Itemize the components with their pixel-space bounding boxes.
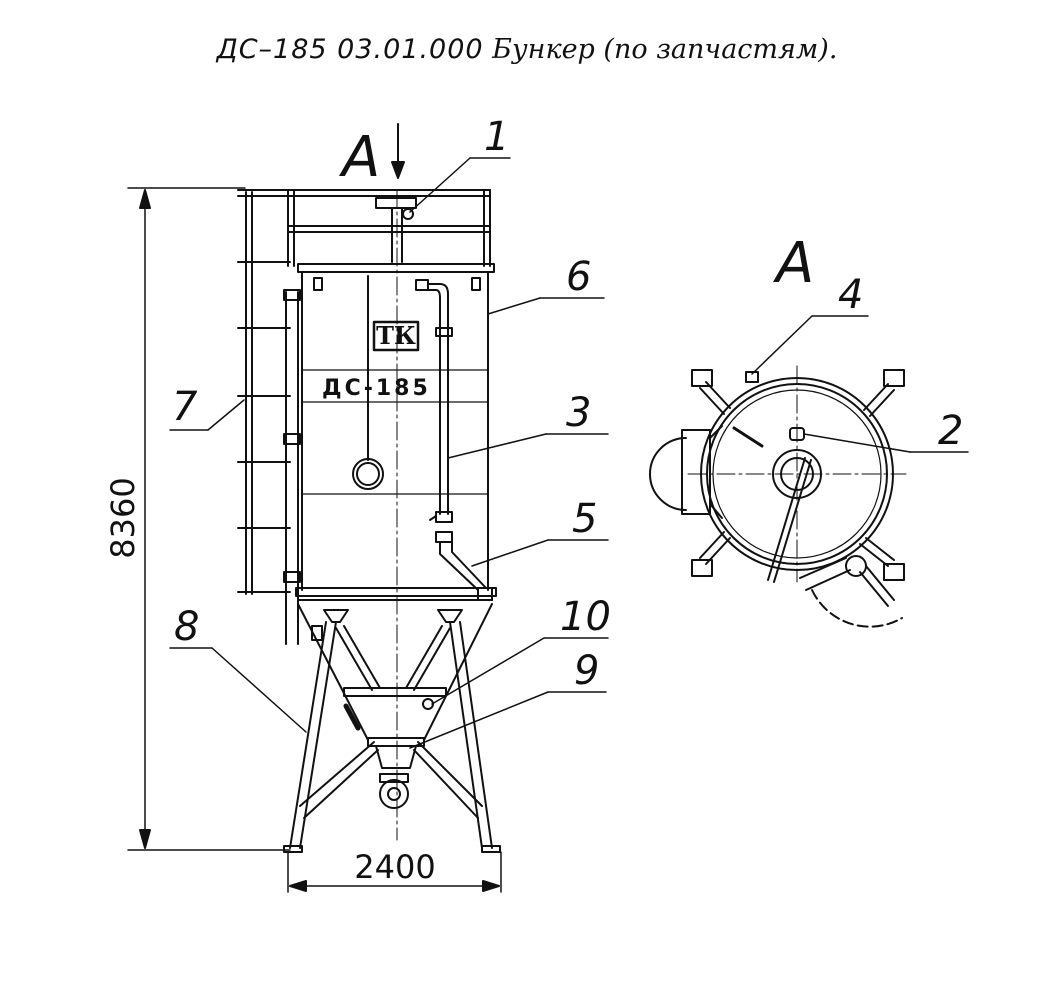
view-a-label: А <box>339 125 380 190</box>
right-pipe <box>415 279 493 601</box>
callout-7: 7 <box>169 384 245 431</box>
callout-2: 2 <box>803 408 969 454</box>
callout-9: 9 <box>409 648 607 749</box>
top-view-swing-arm <box>799 555 903 628</box>
nameplate: ДС-185 <box>322 376 431 401</box>
height-dimension-value: 8360 <box>104 477 142 558</box>
callout-5: 5 <box>471 496 609 567</box>
callout-1-number: 1 <box>484 114 509 160</box>
top-view-brackets <box>691 369 905 581</box>
side-pipe <box>283 289 301 645</box>
height-dimension: 8360 <box>104 187 291 851</box>
callout-10-number: 10 <box>560 594 611 640</box>
callout-9-number: 9 <box>574 648 599 694</box>
side-ladder <box>237 191 291 595</box>
callout-10: 10 <box>431 594 611 705</box>
callout-5-number: 5 <box>572 496 597 542</box>
front-view: ТК ДС-185 <box>237 189 501 853</box>
callout-8: 8 <box>169 604 307 733</box>
top-railing <box>237 189 491 267</box>
callout-7-number: 7 <box>172 384 198 430</box>
top-view-a: А <box>649 231 907 628</box>
callout-6: 6 <box>487 254 605 315</box>
drawing-name: Бункер (по запчастям). <box>492 34 838 65</box>
callout-8-number: 8 <box>174 604 199 650</box>
callout-6-number: 6 <box>566 254 591 300</box>
support-legs <box>283 609 501 853</box>
hopper-cone <box>297 599 493 809</box>
drawing-code: ДС–185 03.01.000 <box>216 34 484 65</box>
width-dimension-value: 2400 <box>354 848 435 886</box>
callout-3: 3 <box>447 390 609 459</box>
view-a-marker: А <box>339 123 405 190</box>
drawing-title: ДС–185 03.01.000 Бункер (по запчастям). <box>0 34 1054 65</box>
callout-2-number: 2 <box>938 408 963 454</box>
manufacturer-logo: ТК <box>372 320 420 352</box>
callout-4-number: 4 <box>838 272 863 318</box>
callout-3-number: 3 <box>566 390 591 436</box>
callout-1: 1 <box>409 114 511 213</box>
callout-4: 4 <box>751 272 869 375</box>
logo-text: ТК <box>376 321 416 350</box>
nameplate-text: ДС-185 <box>322 376 431 401</box>
top-view-a-label: А <box>773 231 814 296</box>
hopper-body <box>295 263 497 597</box>
width-dimension: 2400 <box>287 848 502 893</box>
